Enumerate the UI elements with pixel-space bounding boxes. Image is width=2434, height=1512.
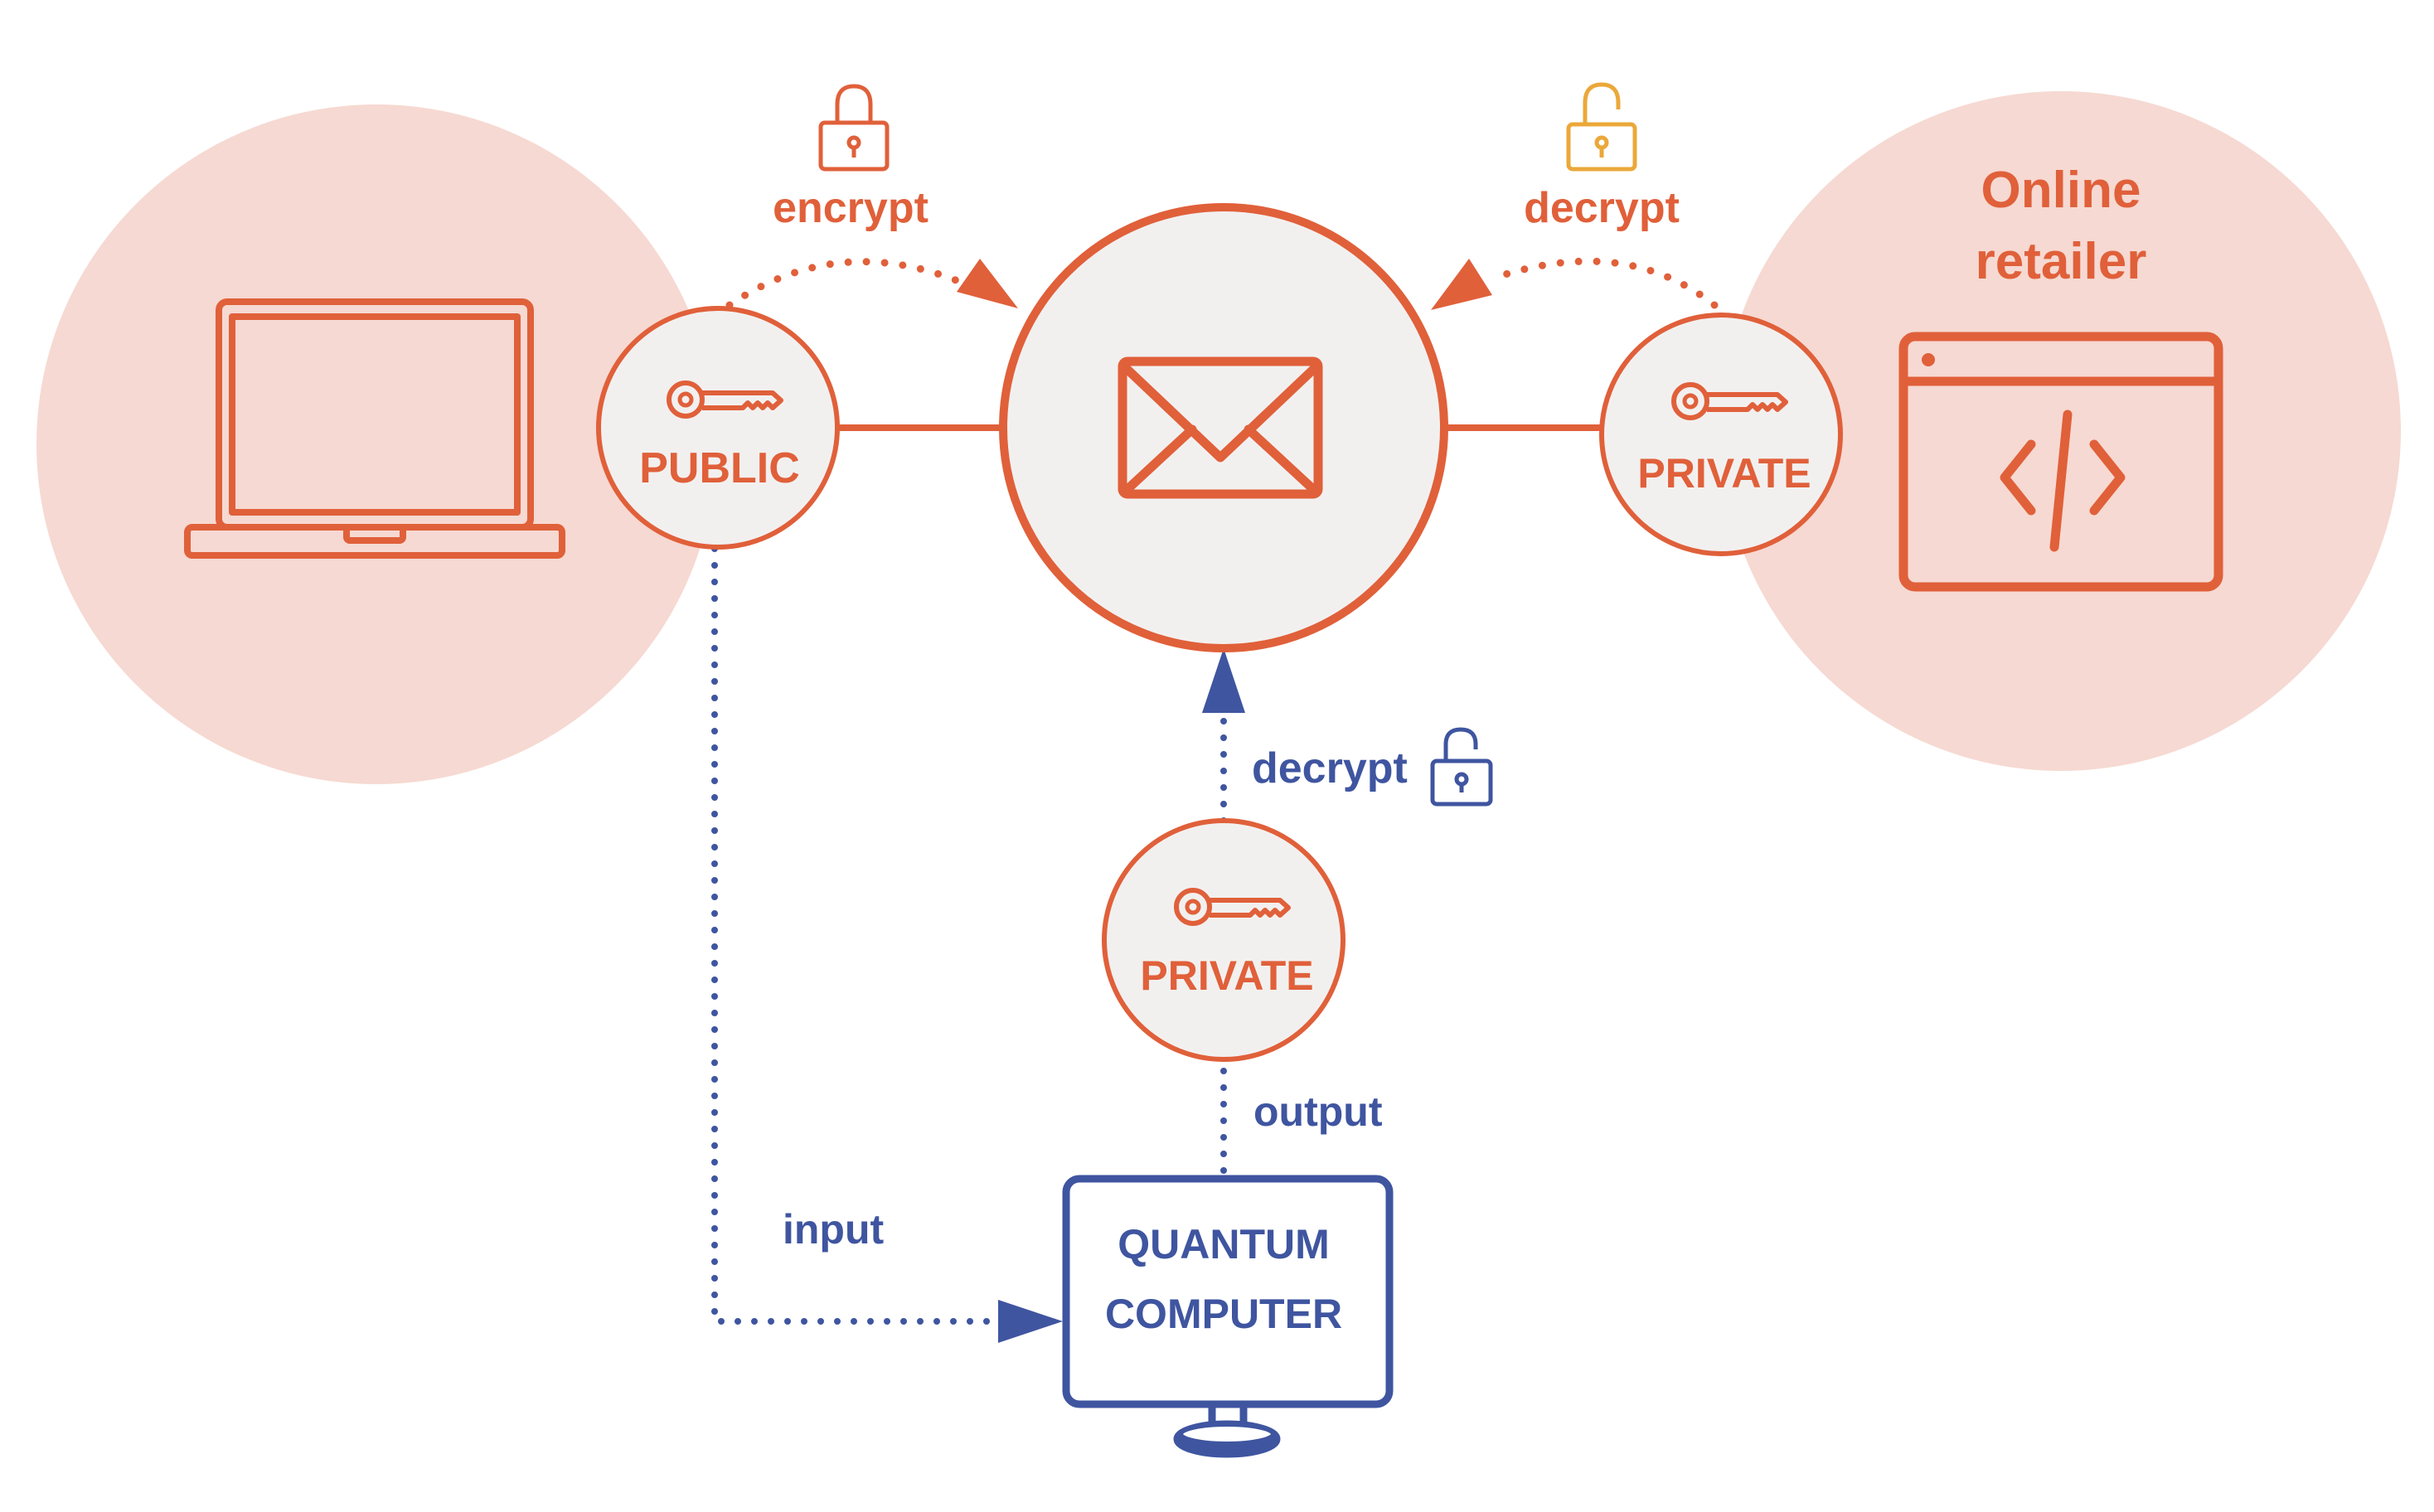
quantum-label-line1: QUANTUM: [1118, 1221, 1330, 1267]
quantum-label-line2: COMPUTER: [1105, 1291, 1342, 1337]
encrypt-arrow: [725, 258, 964, 309]
sender-background-circle: [36, 104, 716, 784]
retailer-background-circle: [1721, 91, 2401, 771]
output-label: output: [1253, 1088, 1383, 1135]
input-label: input: [783, 1206, 885, 1253]
private-key-node-quantum: [1102, 818, 1345, 1062]
laptop-icon: [184, 298, 565, 559]
browser-code-icon: [1898, 332, 2223, 592]
lock-open-icon-yellow: [1566, 82, 1637, 172]
public-key-node: [596, 306, 840, 550]
decrypt-arrowhead-retailer: [1431, 259, 1492, 310]
decrypt-arrow-retailer: [1488, 257, 1719, 309]
encrypt-label: encrypt: [773, 184, 929, 232]
message-node: [999, 203, 1448, 652]
encrypt-arrowhead: [957, 259, 1018, 308]
decrypt-label-retailer: decrypt: [1524, 184, 1680, 232]
public-key-label: PUBLIC: [639, 444, 800, 492]
lock-closed-icon: [818, 84, 890, 172]
quantum-decrypt-arrowhead: [1202, 648, 1245, 713]
input-arrowhead: [998, 1300, 1063, 1343]
retailer-title-line1: Online: [1981, 162, 2141, 219]
browser-dot: [1922, 353, 1935, 366]
monitor-icon: [1062, 1175, 1394, 1458]
envelope-icon: [1118, 356, 1323, 499]
private-key-label-retailer: PRIVATE: [1637, 450, 1811, 497]
quantum-decrypt-label: decrypt: [1252, 744, 1408, 792]
lock-open-icon-blue: [1430, 727, 1493, 807]
private-key-node-retailer: [1599, 313, 1843, 556]
private-key-label-quantum: PRIVATE: [1140, 952, 1313, 999]
retailer-title-line2: retailer: [1976, 233, 2147, 290]
